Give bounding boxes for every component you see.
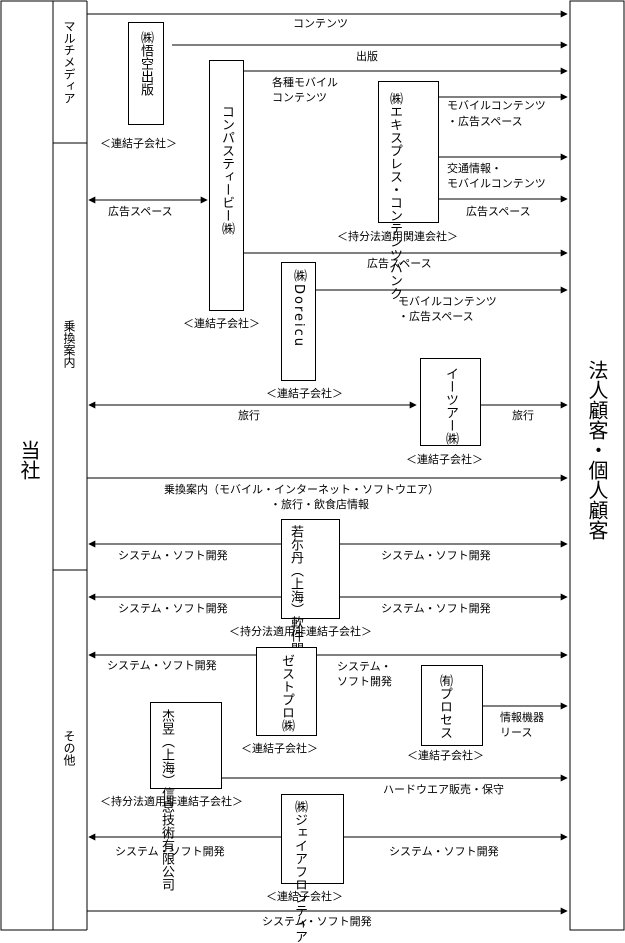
company-name: 杰昱（上海）信息技術有限公司 (159, 709, 174, 891)
label-doreicu-1: モバイルコンテンツ (398, 295, 497, 308)
company-name: ゼストプロ㈱ (279, 654, 294, 732)
label-transit-service-1: 乗換案内（モバイル・インターネット・ソフトウエア） (164, 483, 439, 496)
label-wakanin-left-2: システム・ソフト開発 (118, 602, 228, 615)
caption-eetour: ＜連結子会社＞ (406, 453, 483, 466)
label-zest-right-2: ソフト開発 (337, 675, 392, 688)
company-name: イーツアー㈱ (443, 367, 458, 445)
label-express-mobile-ad-1: モバイルコンテンツ (447, 99, 546, 112)
caption-doreicu: ＜連結子会社＞ (266, 387, 343, 400)
caption-process: ＜連結子会社＞ (407, 749, 484, 762)
label-wakanin-left-1: システム・ソフト開発 (118, 549, 228, 562)
company-eetour: イーツアー㈱ (420, 358, 481, 446)
company-name: 若尓丹（上海）軟件開発有限公司 (288, 525, 303, 720)
caption-jieyu: ＜持分法適用非連結子会社＞ (100, 795, 243, 808)
label-zest-right-1: システム・ (337, 660, 392, 673)
company-name: ㈲プロセス (437, 674, 452, 739)
company-name: ㈱エキスプレス・コンテンツバンク (387, 92, 402, 300)
caption-wakanin: ＜持分法適用非連結子会社＞ (229, 625, 372, 638)
caption-jay: ＜連結子会社＞ (266, 890, 343, 903)
company-name: ㈱ジェイアフロンティア (292, 800, 307, 943)
company-doreicu: ㈱Doreicu (281, 262, 316, 381)
company-name: ㈱Doreicu (291, 269, 306, 349)
label-doreicu-2: ・広告スペース (398, 310, 474, 323)
label-jay-right: システム・ソフト開発 (389, 845, 499, 858)
label-express-mobile-ad-2: ・広告スペース (447, 115, 523, 128)
label-ad-space-mid: 広告スペース (367, 257, 432, 270)
label-ad-space-left: 広告スペース (108, 205, 173, 218)
label-wakanin-right-1: システム・ソフト開発 (381, 549, 491, 562)
label-hardware: ハードウエア販売・保守 (383, 783, 504, 796)
company-jay: ㈱ジェイアフロンティア (281, 794, 344, 943)
label-travel-left: 旅行 (238, 409, 260, 422)
company-jieyu: 杰昱（上海）信息技術有限公司 (150, 702, 222, 891)
label-system-bottom: システム・ソフト開発 (262, 915, 372, 928)
caption-zest: ＜連結子会社＞ (241, 742, 318, 755)
label-travel-right: 旅行 (512, 409, 534, 422)
label-it-lease-2: リース (500, 726, 533, 739)
caption-compass: ＜連結子会社＞ (183, 317, 260, 330)
company-process: ㈲プロセス (421, 665, 483, 746)
customers-label: 法人顧客・個人顧客 (585, 360, 609, 540)
own-company-label: 当社 (17, 440, 41, 480)
label-mobile-contents-2: コンテンツ (272, 91, 327, 104)
label-publishing: 出版 (356, 50, 378, 63)
company-wakanin: 若尓丹（上海）軟件開発有限公司 (281, 519, 340, 720)
company-compass: コンパスティービー㈱ (209, 60, 244, 311)
label-it-lease-1: 情報機器 (500, 711, 544, 724)
caption-express: ＜持分法適用関連会社＞ (337, 230, 458, 243)
company-zest: ゼストプロ㈱ (256, 647, 317, 736)
label-wakanin-right-2: システム・ソフト開発 (381, 602, 491, 615)
segment-transit: 乗換案内 (62, 320, 76, 368)
company-name: コンパスティービー㈱ (219, 105, 234, 235)
label-express-ad: 広告スペース (466, 205, 531, 218)
company-name: ㈱悟空出版 (138, 31, 153, 96)
segment-other: その他 (62, 730, 76, 766)
own-company-frame (0, 0, 54, 931)
company-express: ㈱エキスプレス・コンテンツバンク (378, 81, 439, 300)
label-zest-left: システム・ソフト開発 (107, 659, 217, 672)
label-jay-left: システム・ソフト開発 (115, 845, 225, 858)
customers-frame (569, 0, 625, 931)
caption-gokuu: ＜連結子会社＞ (100, 137, 177, 150)
label-traffic-1: 交通情報・ (447, 162, 502, 175)
label-traffic-2: モバイルコンテンツ (447, 177, 546, 190)
label-mobile-contents-1: 各種モバイル (272, 76, 338, 89)
label-contents: コンテンツ (293, 17, 348, 30)
company-gokuu: ㈱悟空出版 (128, 22, 164, 125)
label-transit-service-2: ・旅行・飲食店情報 (270, 498, 369, 511)
segment-multimedia: マルチメディア (62, 20, 76, 104)
